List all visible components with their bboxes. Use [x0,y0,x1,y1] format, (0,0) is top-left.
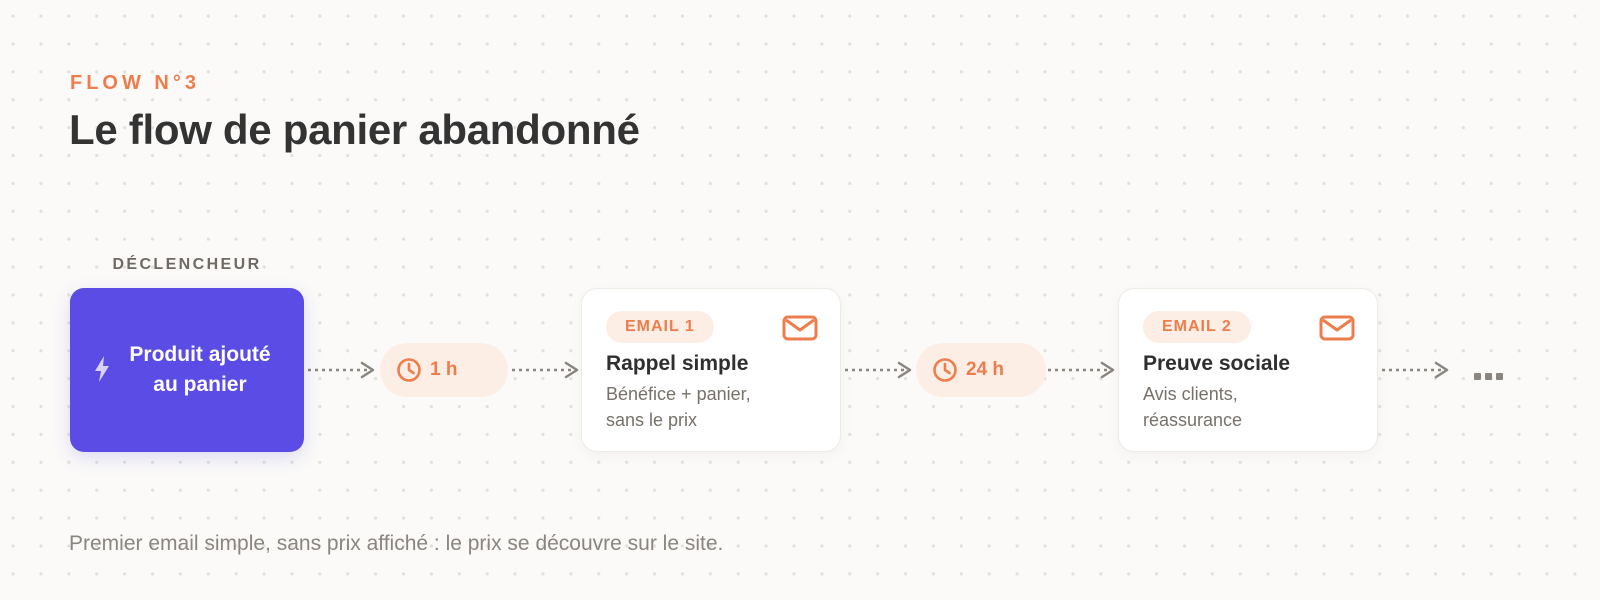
trigger-node[interactable]: Produit ajouté au panier [70,288,304,452]
trigger-text: Produit ajouté au panier [129,340,270,400]
trigger-text-line2: au panier [153,373,247,396]
delay-label: 1 h [430,359,458,380]
lightning-bolt-icon [95,356,109,382]
email-badge: EMAIL 1 [606,311,714,343]
email-description-line1: Bénéfice + panier, [606,384,751,404]
clock-icon [933,358,957,382]
email-title: Preuve sociale [1143,352,1291,375]
connector-arrow [1048,361,1115,379]
email-description: Avis clients, réassurance [1143,381,1363,433]
mail-icon [782,315,818,341]
email-description-line2: réassurance [1143,410,1243,430]
email-title: Rappel simple [606,352,749,375]
delay-pill-2[interactable]: 24 h [916,343,1046,397]
email-description: Bénéfice + panier, sans le prix [606,381,826,433]
clock-icon [397,358,421,382]
connector-arrow [1382,361,1449,379]
more-steps-ellipsis [1474,373,1503,380]
email-description-line1: Avis clients, [1143,384,1238,404]
connector-arrow [512,361,579,379]
page-title: Le flow de panier abandonné [69,106,640,153]
email-card-2[interactable]: EMAIL 2 Preuve sociale Avis clients, réa… [1118,288,1378,452]
mail-icon [1319,315,1355,341]
email-description-line2: sans le prix [606,410,698,430]
email-badge: EMAIL 2 [1143,311,1251,343]
delay-pill-1[interactable]: 1 h [380,343,508,397]
footnote: Premier email simple, sans prix affiché … [69,532,724,555]
delay-label: 24 h [966,359,1005,380]
flow-eyebrow: FLOW N°3 [70,72,200,94]
trigger-label: DÉCLENCHEUR [112,256,262,273]
email-card-1[interactable]: EMAIL 1 Rappel simple Bénéfice + panier,… [581,288,841,452]
trigger-text-line1: Produit ajouté [129,343,271,366]
connector-arrow [308,361,375,379]
connector-arrow [845,361,912,379]
